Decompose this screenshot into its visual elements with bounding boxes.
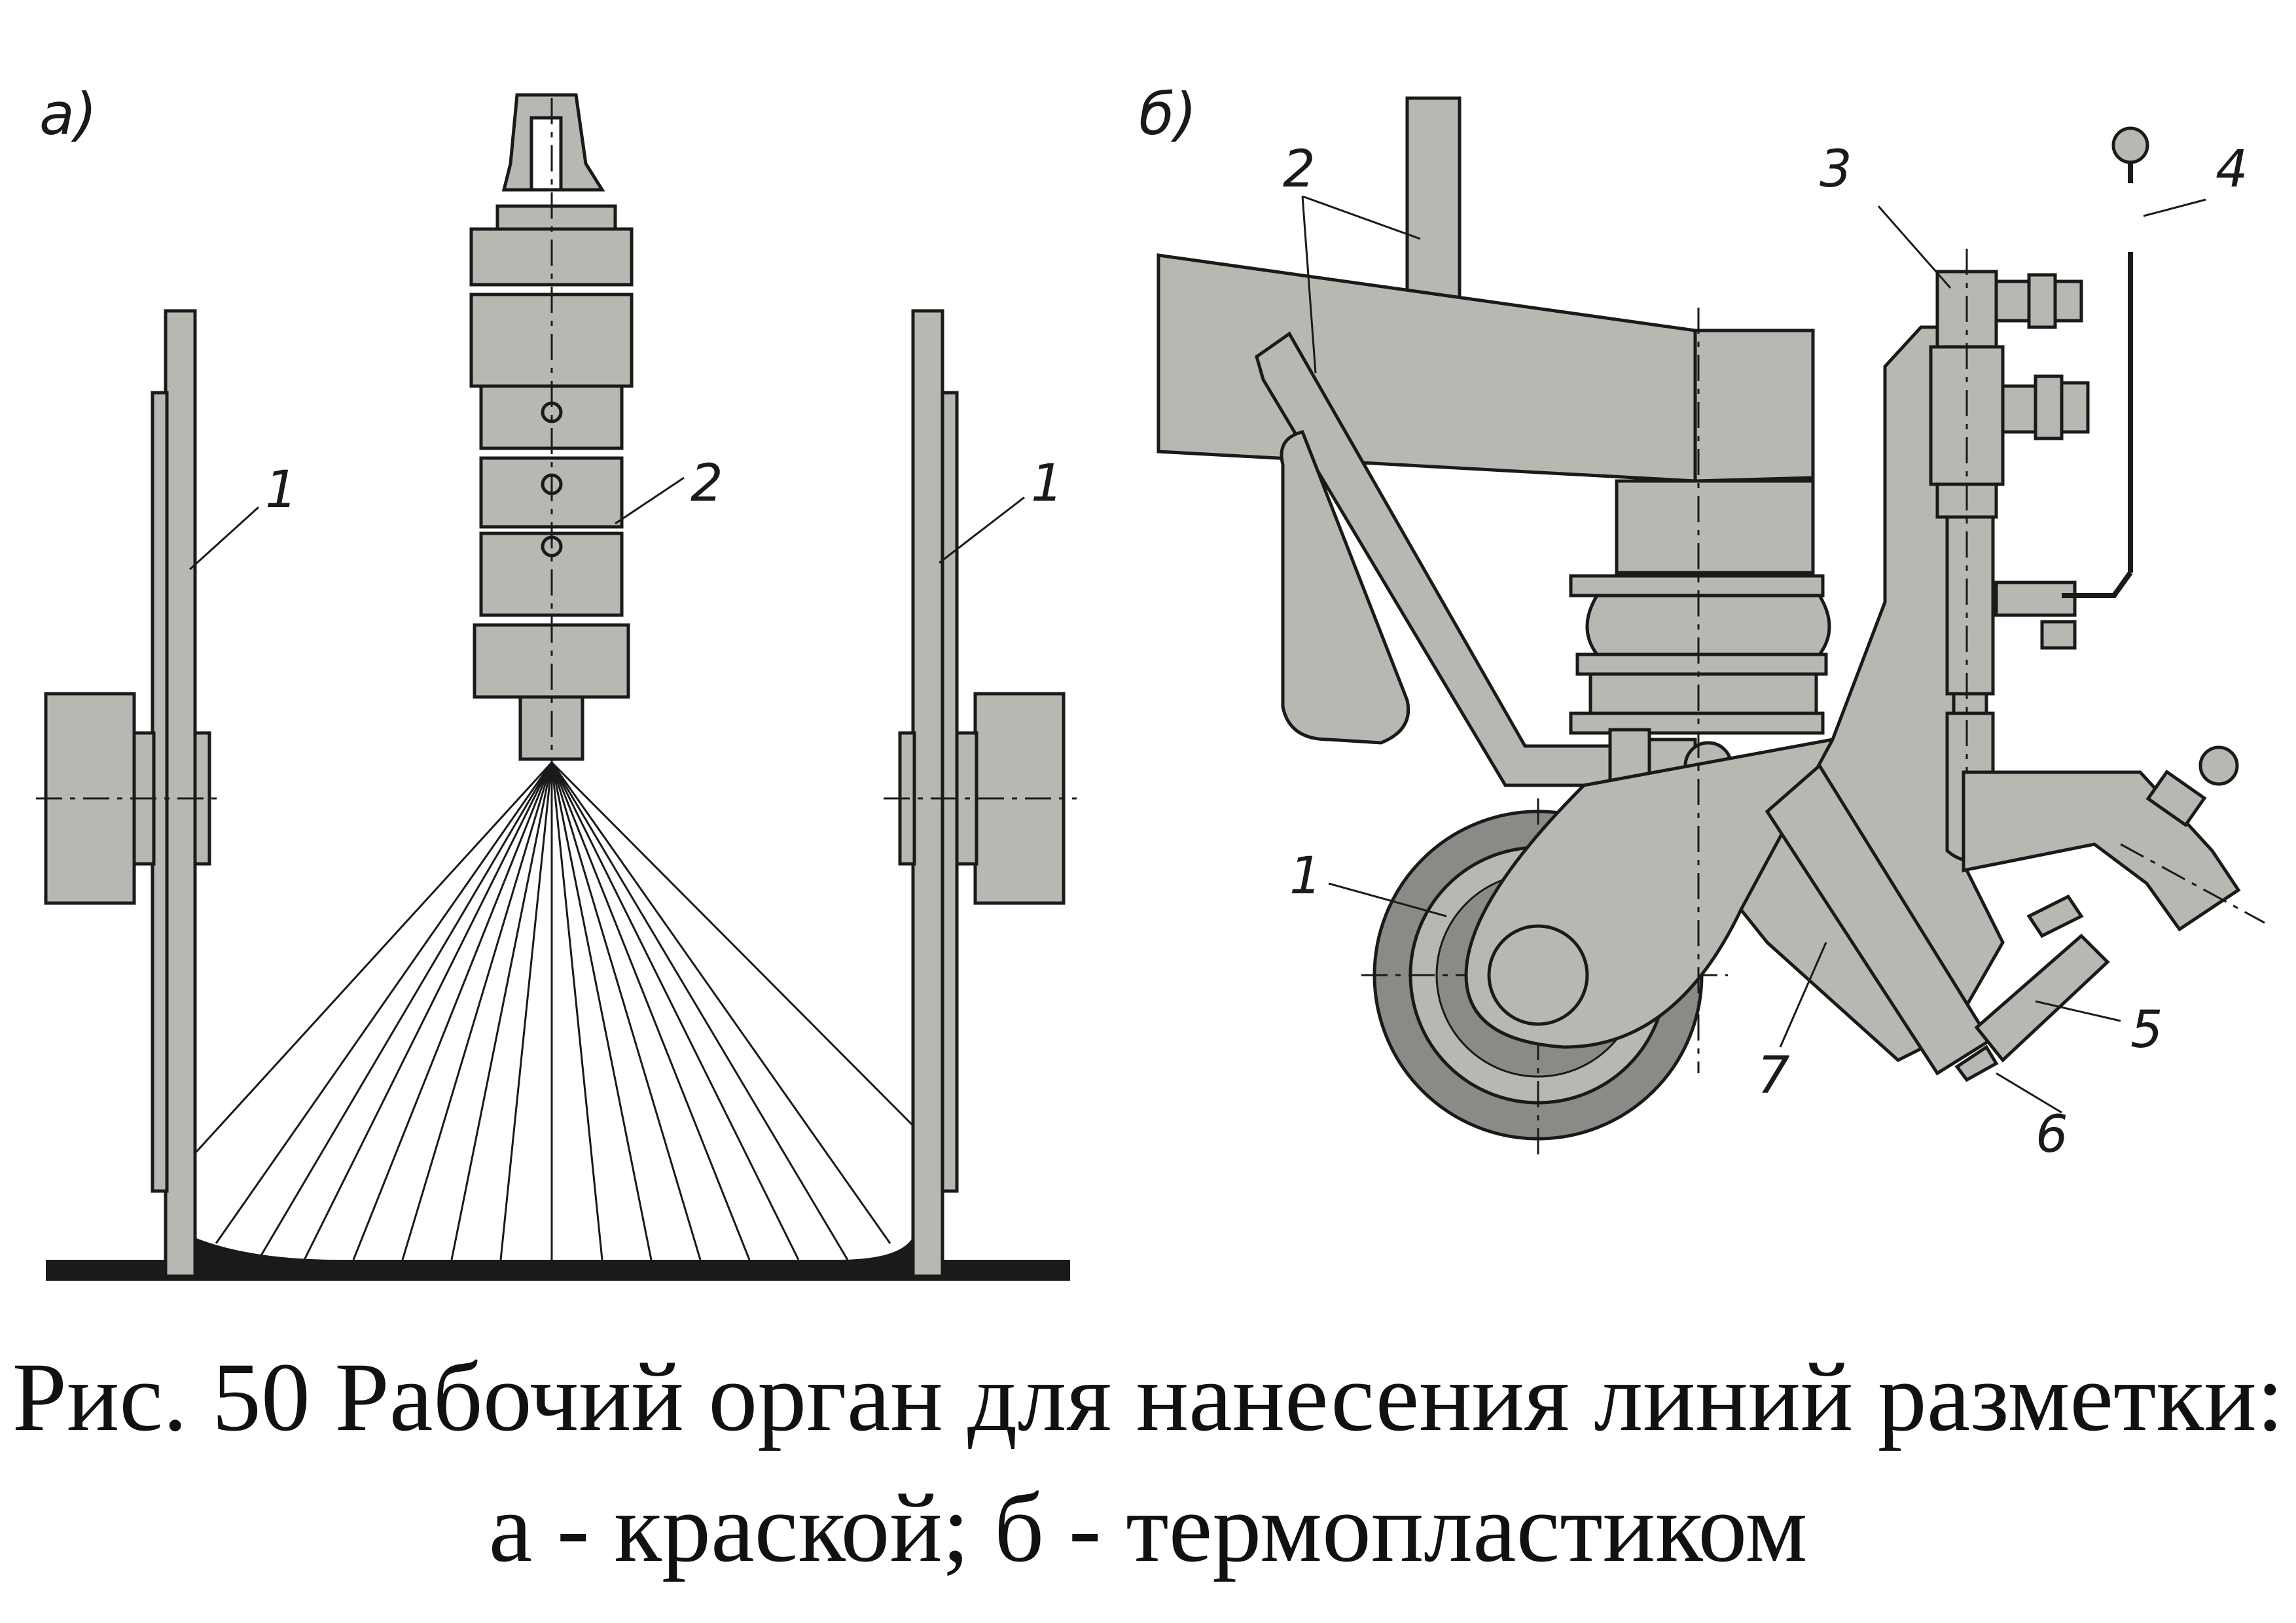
callout-6-support: 6 <box>2036 1105 2068 1164</box>
spray-nozzle <box>469 93 634 766</box>
spray-fan <box>195 761 914 1260</box>
figure-caption-line-2: а - краской; б - термопластиком <box>488 1474 1808 1582</box>
lever <box>2062 126 2149 598</box>
right-guard-disc <box>884 309 1077 1278</box>
panel-b-label: б) <box>1139 80 1197 148</box>
bellows-block <box>1569 479 1831 735</box>
panel-b-leaders <box>1301 195 2206 1114</box>
panel-b: б) <box>1139 80 2265 1164</box>
callout-4-lever: 4 <box>2215 140 2248 199</box>
callout-5-blade: 5 <box>2130 1001 2163 1060</box>
rod <box>1405 96 1462 303</box>
callout-2-rod: 2 <box>1283 140 1316 199</box>
panel-a-leaders <box>188 476 1025 571</box>
panel-a: а) <box>36 80 1077 1281</box>
callout-1-right: 1 <box>1031 454 1064 513</box>
figure-caption-line-1: Рис. 50 Рабочий орган для нанесения лини… <box>12 1343 2284 1452</box>
callout-7-bracket: 7 <box>1757 1046 1790 1105</box>
callout-2-nozzle: 2 <box>691 454 723 513</box>
panel-a-label: а) <box>39 80 97 148</box>
callout-3-cylinder: 3 <box>1820 140 1852 199</box>
frame-beam <box>1157 253 1815 483</box>
paint-film <box>193 1224 916 1263</box>
left-guard-disc <box>36 309 223 1278</box>
callout-1-wheel: 1 <box>1289 847 1322 906</box>
callout-1-left: 1 <box>265 461 298 520</box>
ground-line <box>46 1260 1070 1281</box>
screed-blade <box>1974 933 2110 1063</box>
